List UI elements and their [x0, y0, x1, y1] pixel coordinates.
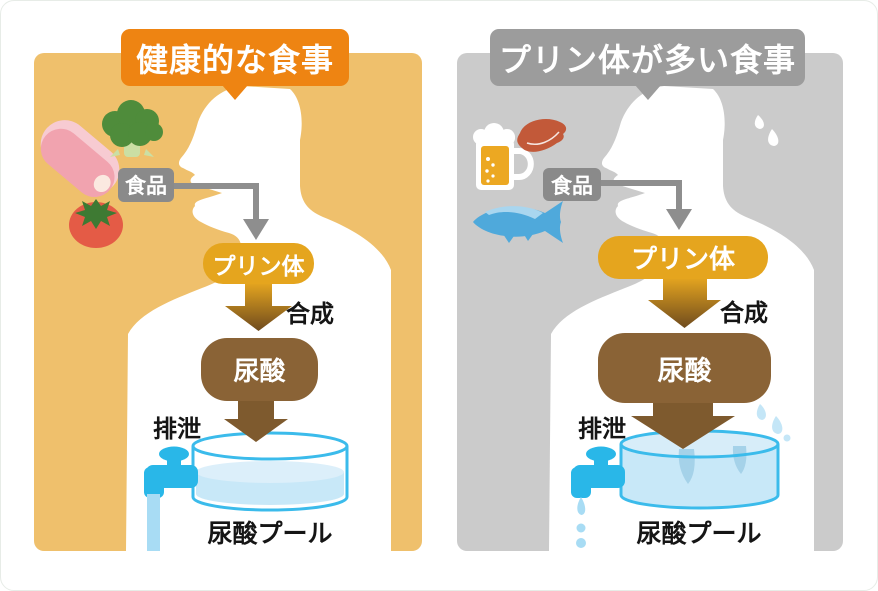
excretion-label: 排泄 [578, 415, 626, 443]
panel-high-purine-graphics [473, 86, 814, 551]
excretion-arrow [224, 401, 288, 442]
uric-acid-box: 尿酸 [598, 333, 771, 403]
panel-healthy-graphics [40, 86, 391, 551]
uric-acid-box: 尿酸 [201, 338, 318, 401]
excretion-arrow [631, 403, 735, 449]
panel-high-purine-diet: 食品 プリン体 合成 尿酸 排泄 尿酸プール [457, 53, 843, 551]
uric-acid-label: 尿酸 [233, 357, 286, 387]
purine-box: プリン体 [598, 236, 768, 279]
food-label: 食品 [551, 173, 593, 198]
food-connector-arrow [601, 180, 692, 230]
beer-icon [473, 123, 534, 190]
purine-label: プリン体 [212, 253, 305, 280]
faucet-icon [571, 446, 625, 498]
tomato-icon [69, 199, 123, 248]
sweat-drops-icon [754, 115, 779, 146]
purine-box: プリン体 [203, 243, 314, 284]
synthesis-arrow [648, 279, 721, 328]
uric-acid-pool [619, 429, 780, 510]
title-high-purine-diet: プリン体が多い食事 [490, 29, 805, 86]
food-label-box: 食品 [118, 168, 174, 202]
liver-icon [517, 119, 567, 152]
water-drips [576, 497, 586, 548]
faucet-icon [144, 446, 198, 498]
synthesis-arrow [225, 284, 292, 331]
uric-acid-label: 尿酸 [657, 355, 712, 387]
pool-label: 尿酸プール [636, 519, 762, 548]
food-label-box: 食品 [543, 168, 601, 201]
synthesis-label: 合成 [720, 299, 768, 327]
splash-drops-icon [756, 404, 791, 442]
food-label: 食品 [125, 174, 167, 198]
ham-icon [40, 120, 120, 198]
synthesis-label: 合成 [286, 300, 334, 328]
purine-label: プリン体 [630, 245, 735, 275]
water-stream [147, 494, 160, 551]
food-connector-arrow [174, 183, 269, 240]
broccoli-icon [102, 100, 163, 157]
pool-label: 尿酸プール [207, 519, 333, 548]
title-healthy-diet: 健康的な食事 [121, 29, 349, 86]
fish-icon [473, 201, 563, 243]
panel-healthy-diet: 食品 プリン体 合成 尿酸 排泄 尿酸プール [34, 53, 422, 551]
uric-acid-pool [191, 431, 349, 512]
excretion-label: 排泄 [153, 415, 201, 443]
